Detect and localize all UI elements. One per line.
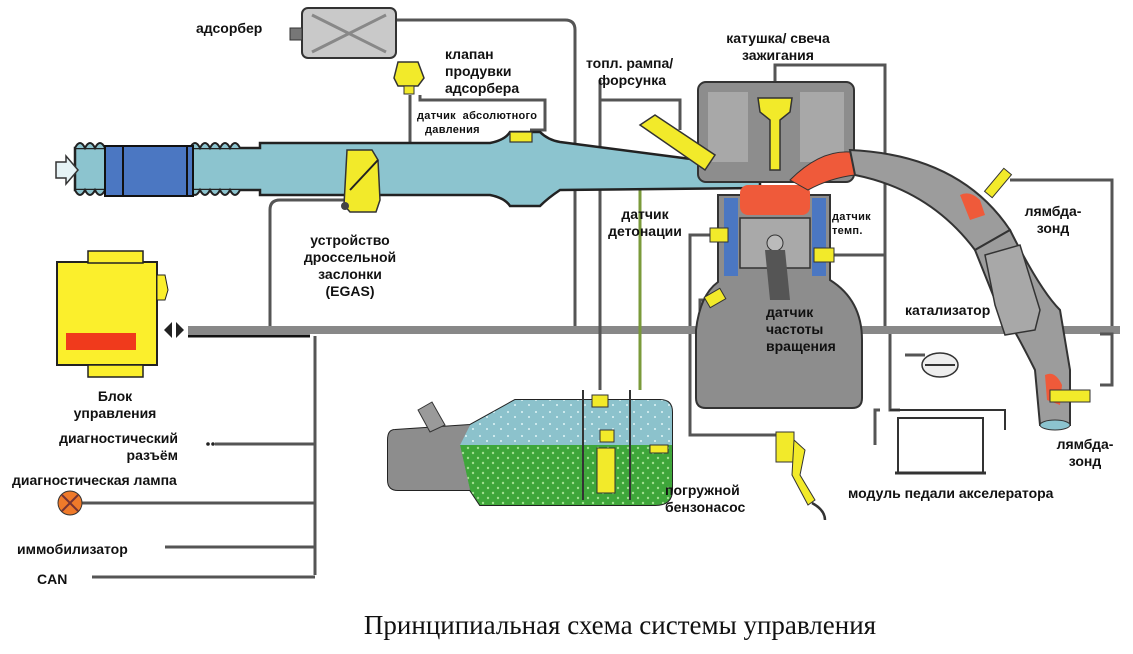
label-line: катушка/ свеча xyxy=(726,30,830,46)
label-line: адсорбера xyxy=(445,80,520,96)
ignition-switch xyxy=(921,352,959,378)
label-diag-connector: диагностический разъём xyxy=(20,430,178,464)
label-pedal-module: модуль педали акселератора xyxy=(848,485,1054,501)
purge-valve xyxy=(393,61,425,95)
label-immobilizer: иммобилизатор xyxy=(17,541,128,557)
label-temp-sensor: датчик темп. xyxy=(832,210,871,238)
map-sensor xyxy=(509,131,533,143)
ecu xyxy=(56,250,169,378)
label-line: дроссельной xyxy=(303,249,397,265)
adsorber xyxy=(289,7,397,59)
label-adsorber: адсорбер xyxy=(196,20,263,36)
label-line: лямбда- xyxy=(1056,436,1114,452)
accelerator-pedal xyxy=(775,431,827,521)
ignition-coil xyxy=(757,97,793,171)
label-line: детонации xyxy=(608,223,682,239)
label-line: погружной xyxy=(665,482,740,498)
label-line: темп. xyxy=(832,225,863,237)
label-diag-lamp: диагностическая лампа xyxy=(12,472,177,488)
label-lambda-upper: лямбда- зонд xyxy=(1018,203,1088,237)
label-line: (EGAS) xyxy=(325,283,375,299)
bidirectional-arrow-icon xyxy=(164,322,184,338)
label-line: заслонки xyxy=(318,266,382,282)
label-line: управления xyxy=(73,405,157,421)
label-line: форсунка xyxy=(598,72,666,88)
label-rpm-sensor: датчик частоты вращения xyxy=(766,304,836,355)
label-line: топл. рампа/ xyxy=(586,55,674,71)
label-ignition: катушка/ свеча зажигания xyxy=(713,30,843,64)
label-line: датчик xyxy=(832,211,871,223)
label-line: датчик абсолютного xyxy=(417,110,538,122)
fuel-pump xyxy=(596,447,616,494)
label-line: устройство xyxy=(310,232,390,248)
label-fuel-rail: топл. рампа/ форсунка xyxy=(586,55,673,89)
label-ecu: Блок управления xyxy=(60,388,170,422)
label-line: бензонасос xyxy=(665,499,746,515)
label-fuel-pump: погружной бензонасос xyxy=(665,482,745,516)
lambda-sensor-lower xyxy=(1049,389,1091,403)
label-throttle: устройство дроссельной заслонки (EGAS) xyxy=(290,232,410,300)
label-line: вращения xyxy=(766,338,836,354)
label-line: лямбда- xyxy=(1024,203,1082,219)
label-map-sensor: датчик абсолютного давления xyxy=(417,109,537,137)
diagram-caption: Принципиальная схема системы управления xyxy=(363,610,877,640)
label-line: зажигания xyxy=(742,47,814,63)
diag-connector-icon xyxy=(206,442,210,446)
air-inlet-arrow-icon xyxy=(55,153,79,187)
fuel-injector xyxy=(638,114,717,172)
rpm-sensor xyxy=(703,287,727,309)
temp-sensor xyxy=(813,247,835,263)
battery xyxy=(890,409,1006,475)
diag-lamp-icon xyxy=(57,490,83,516)
label-line: клапан xyxy=(445,46,494,62)
air-filter xyxy=(104,145,194,197)
catalyst xyxy=(984,244,1041,336)
label-catalyst: катализатор xyxy=(905,302,991,318)
label-knock-sensor: датчик детонации xyxy=(600,206,690,240)
intake-duct xyxy=(55,130,762,208)
knock-sensor xyxy=(709,227,729,243)
label-line: зонд xyxy=(1068,453,1102,469)
label-line: давления xyxy=(425,124,480,136)
label-line: датчик xyxy=(621,206,669,222)
label-line: частоты xyxy=(766,321,824,337)
label-can: CAN xyxy=(37,571,68,587)
lambda-sensor-upper xyxy=(983,167,1013,199)
fuel-tank xyxy=(387,390,673,506)
label-lambda-lower: лямбда- зонд xyxy=(1050,436,1120,470)
label-line: разъём xyxy=(126,447,178,463)
label-line: диагностический xyxy=(59,430,178,446)
label-line: продувки xyxy=(445,63,512,79)
throttle-body xyxy=(341,149,381,213)
label-line: датчик xyxy=(766,304,814,320)
label-purge-valve: клапан продувки адсорбера xyxy=(445,46,519,97)
label-line: Блок xyxy=(97,388,133,404)
label-line: зонд xyxy=(1036,220,1070,236)
exhaust-pipe xyxy=(848,148,1071,431)
